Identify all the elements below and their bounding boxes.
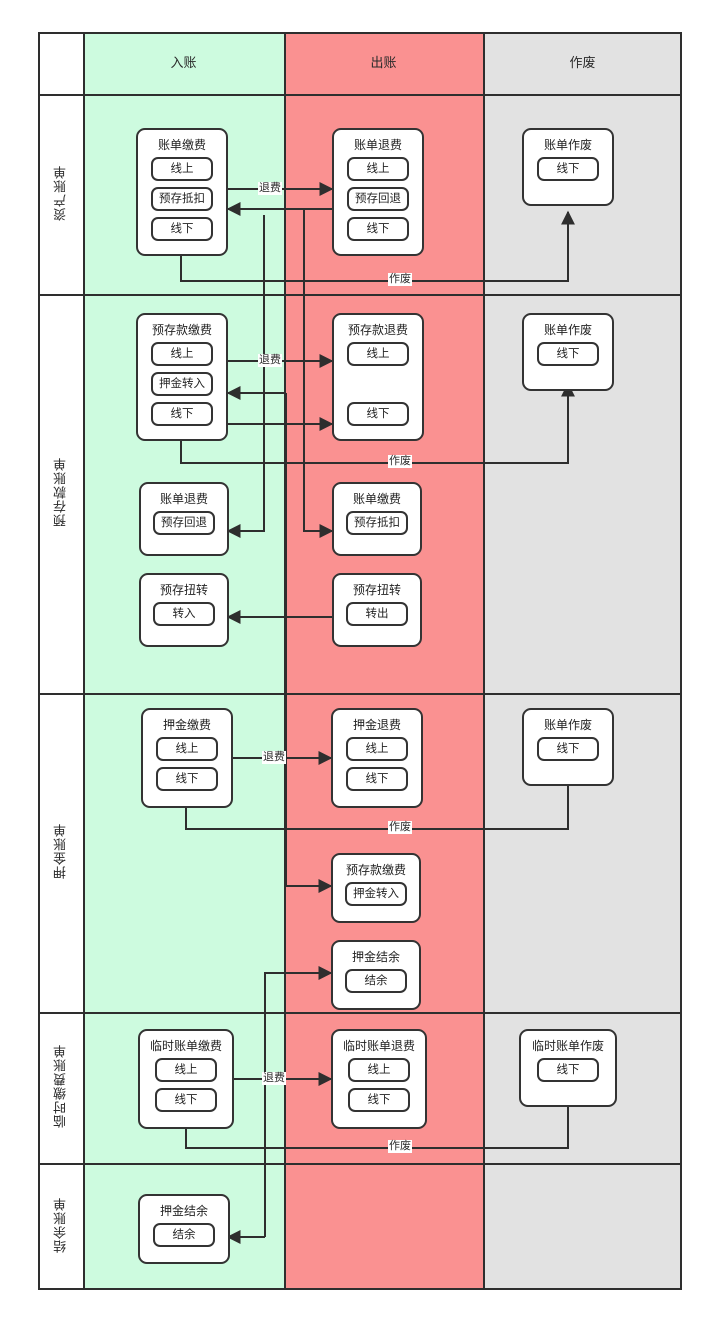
chip-offline[interactable]: 线下 — [537, 737, 599, 761]
chip-online[interactable]: 线上 — [348, 1058, 410, 1082]
node-title: 押金结余 — [351, 950, 400, 964]
node-title: 预存扭转 — [352, 583, 401, 597]
row-label-asset-text: 资产账单 — [53, 165, 68, 221]
node-title: 押金缴费 — [162, 718, 211, 732]
edge-label-refund-temp: 退费 — [262, 1072, 286, 1085]
node-title: 押金退费 — [352, 718, 401, 732]
node-deposit-out-refund[interactable]: 押金退费 线上 线下 — [331, 708, 423, 808]
node-title: 临时账单作废 — [531, 1039, 604, 1053]
node-deposit-out-balance[interactable]: 押金结余 结余 — [331, 940, 421, 1010]
column-divider-1 — [83, 34, 85, 1288]
node-prepaid-out-refund[interactable]: 预存款退费 线上 线下 — [332, 313, 424, 441]
node-prepaid-void[interactable]: 账单作废 线下 — [522, 313, 614, 391]
chip-balance[interactable]: 结余 — [345, 969, 407, 993]
column-divider-2 — [284, 34, 286, 1288]
node-deposit-void[interactable]: 账单作废 线下 — [522, 708, 614, 786]
chip-online[interactable]: 线上 — [151, 342, 213, 366]
node-title: 账单退费 — [353, 138, 402, 152]
chip-online[interactable]: 线上 — [151, 157, 213, 181]
chip-offline[interactable]: 线下 — [151, 402, 213, 426]
row-divider-2 — [40, 693, 680, 695]
row-label-temp-text: 临时缴费账单 — [53, 1043, 68, 1128]
chip-prepay-return[interactable]: 预存回退 — [153, 511, 215, 535]
chip-offline[interactable]: 线下 — [537, 1058, 599, 1082]
chip-prepay-return[interactable]: 预存回退 — [347, 187, 409, 211]
node-title: 预存款缴费 — [151, 323, 212, 337]
row-label-prepaid: 预存款账单 — [38, 292, 83, 691]
chip-online[interactable]: 线上 — [346, 737, 408, 761]
node-title: 账单退费 — [159, 492, 208, 506]
node-asset-void[interactable]: 账单作废 线下 — [522, 128, 614, 206]
edge-label-refund-prepaid: 退费 — [258, 354, 282, 367]
chip-transfer-out[interactable]: 转出 — [346, 602, 408, 626]
edge-label-void-asset: 作废 — [388, 273, 412, 286]
chip-online[interactable]: 线上 — [155, 1058, 217, 1082]
row-label-deposit: 押金账单 — [38, 691, 83, 1010]
chip-transfer-in[interactable]: 转入 — [153, 602, 215, 626]
column-divider-3 — [483, 34, 485, 1288]
chip-offline[interactable]: 线下 — [346, 767, 408, 791]
edge-label-void-temp: 作废 — [388, 1140, 412, 1153]
node-asset-in-pay[interactable]: 账单缴费 线上 预存抵扣 线下 — [136, 128, 228, 256]
node-title: 账单作废 — [543, 323, 592, 337]
row-label-asset: 资产账单 — [38, 94, 83, 292]
chip-offline[interactable]: 线下 — [347, 217, 409, 241]
chip-offline[interactable]: 线下 — [348, 1088, 410, 1112]
node-title: 临时账单缴费 — [149, 1039, 222, 1053]
node-prepaid-in-twist[interactable]: 预存扭转 转入 — [139, 573, 229, 647]
node-title: 临时账单退费 — [342, 1039, 415, 1053]
node-title: 账单缴费 — [352, 492, 401, 506]
node-title: 账单缴费 — [157, 138, 206, 152]
edge-label-void-prepaid: 作废 — [388, 455, 412, 468]
edge-label-void-deposit: 作废 — [388, 821, 412, 834]
node-prepaid-in-pay[interactable]: 预存款缴费 线上 押金转入 线下 — [136, 313, 228, 441]
node-title: 预存款退费 — [347, 323, 408, 337]
node-temp-in-pay[interactable]: 临时账单缴费 线上 线下 — [138, 1029, 234, 1129]
chip-online[interactable]: 线上 — [156, 737, 218, 761]
node-balance-in[interactable]: 押金结余 结余 — [138, 1194, 230, 1264]
node-title: 预存扭转 — [159, 583, 208, 597]
column-header-void: 作废 — [569, 55, 596, 70]
row-divider-4 — [40, 1163, 680, 1165]
chip-deposit-in[interactable]: 押金转入 — [151, 372, 213, 396]
node-temp-out-refund[interactable]: 临时账单退费 线上 线下 — [331, 1029, 427, 1129]
node-prepaid-in-bill-refund[interactable]: 账单退费 预存回退 — [139, 482, 229, 556]
node-asset-out-refund[interactable]: 账单退费 线上 预存回退 线下 — [332, 128, 424, 256]
chip-offline[interactable]: 线下 — [156, 767, 218, 791]
node-title: 押金结余 — [159, 1204, 208, 1218]
node-deposit-in-pay[interactable]: 押金缴费 线上 线下 — [141, 708, 233, 808]
chip-offline[interactable]: 线下 — [537, 157, 599, 181]
row-label-temp: 临时缴费账单 — [38, 1010, 83, 1161]
chip-balance[interactable]: 结余 — [153, 1223, 215, 1247]
column-header-outgo: 出账 — [370, 55, 397, 70]
chip-offline[interactable]: 线下 — [151, 217, 213, 241]
chip-offline[interactable]: 线下 — [537, 342, 599, 366]
edge-label-refund-asset: 退费 — [258, 182, 282, 195]
node-title: 账单作废 — [543, 718, 592, 732]
chip-offline[interactable]: 线下 — [155, 1088, 217, 1112]
chip-online[interactable]: 线上 — [347, 157, 409, 181]
row-label-balance-text: 结余账单 — [53, 1197, 68, 1253]
node-prepaid-out-twist[interactable]: 预存扭转 转出 — [332, 573, 422, 647]
row-divider-header — [40, 94, 680, 96]
column-header-income: 入账 — [170, 55, 197, 70]
row-label-deposit-text: 押金账单 — [53, 822, 68, 879]
node-prepaid-out-bill-pay[interactable]: 账单缴费 预存抵扣 — [332, 482, 422, 556]
chip-prepay-deduct[interactable]: 预存抵扣 — [151, 187, 213, 211]
chip-prepay-deduct[interactable]: 预存抵扣 — [346, 511, 408, 535]
row-label-balance: 结余账单 — [38, 1161, 83, 1289]
node-title: 预存款缴费 — [345, 863, 406, 877]
node-temp-void[interactable]: 临时账单作废 线下 — [519, 1029, 617, 1107]
row-label-prepaid-text: 预存款账单 — [53, 456, 68, 527]
chip-online[interactable]: 线上 — [347, 342, 409, 366]
chip-offline[interactable]: 线下 — [347, 402, 409, 426]
node-title: 账单作废 — [543, 138, 592, 152]
node-deposit-out-prepay[interactable]: 预存款缴费 押金转入 — [331, 853, 421, 923]
edge-label-refund-deposit: 退费 — [262, 751, 286, 764]
row-divider-3 — [40, 1012, 680, 1014]
row-divider-1 — [40, 294, 680, 296]
chip-deposit-in[interactable]: 押金转入 — [345, 882, 407, 906]
